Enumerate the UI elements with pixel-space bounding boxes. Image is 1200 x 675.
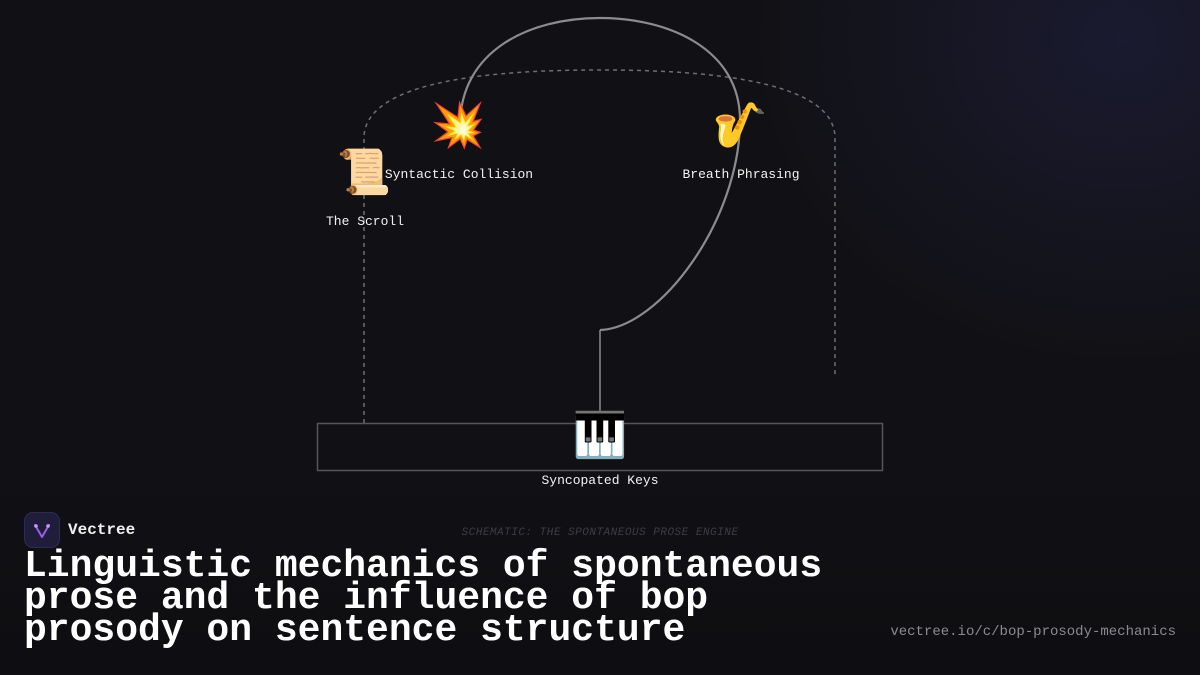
collision-icon[interactable]: 💥 xyxy=(430,100,486,151)
node-label-keys: Syncopated Keys xyxy=(541,473,659,488)
node-label-collision: Syntactic Collision xyxy=(384,167,534,182)
page-title: Linguistic mechanics of spontaneous pros… xyxy=(24,545,823,652)
vectree-logo-icon xyxy=(24,512,60,548)
node-label-scroll: The Scroll xyxy=(325,214,405,229)
diagram-caption: SCHEMATIC: THE SPONTANEOUS PROSE ENGINE xyxy=(461,527,739,539)
solid-loop-connector xyxy=(458,16,742,332)
source-url[interactable]: vectree.io/c/bop-prosody-mechanics xyxy=(890,624,1176,640)
scroll-icon[interactable]: 📜 xyxy=(336,147,392,198)
brand[interactable]: Vectree xyxy=(24,512,135,548)
piano-keys-icon[interactable]: 🎹 xyxy=(572,410,628,461)
saxophone-icon[interactable]: 🎷 xyxy=(712,100,768,151)
brand-name: Vectree xyxy=(68,521,136,539)
node-label-breath: Breath Phrasing xyxy=(682,167,800,182)
base-container xyxy=(316,422,884,472)
dashed-arch-connector xyxy=(363,69,836,423)
